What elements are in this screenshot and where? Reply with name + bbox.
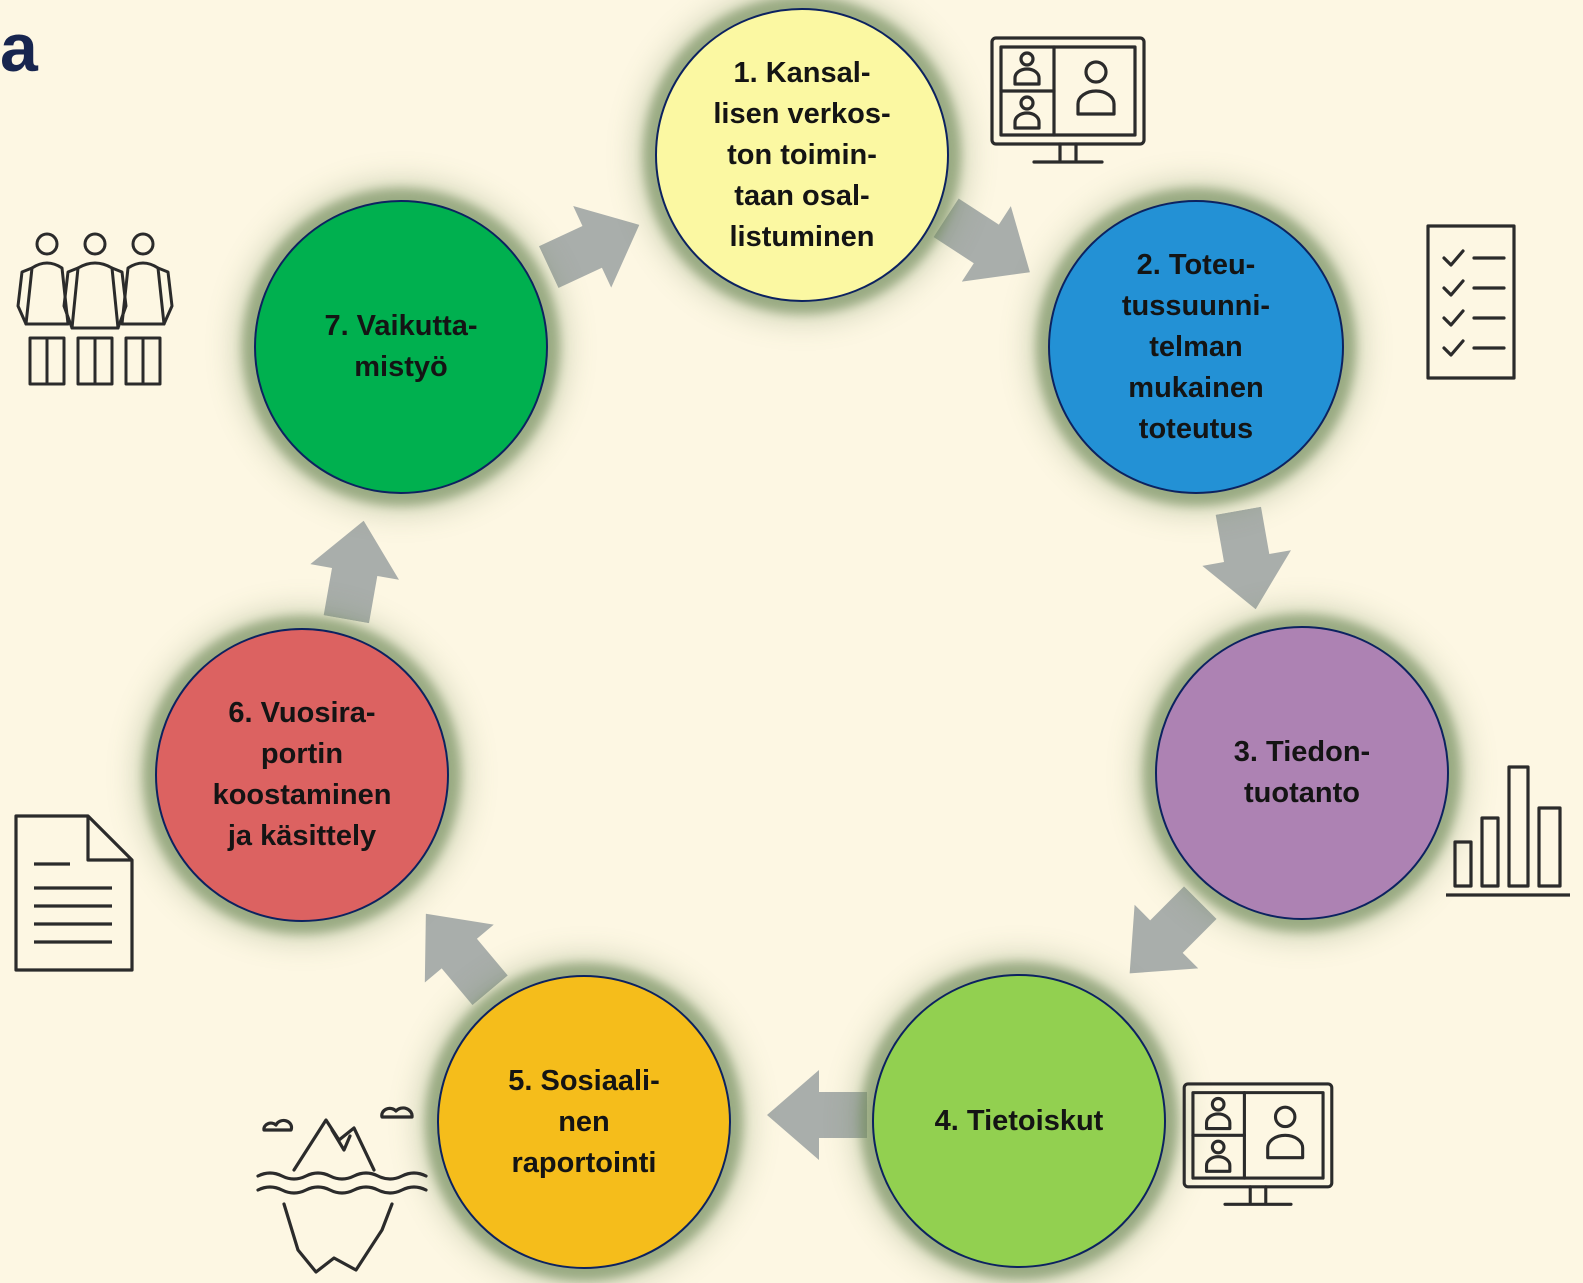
step-7-circle: 7. Vaikutta- mistyö bbox=[254, 200, 548, 494]
step-5-circle: 5. Sosiaali- nen raportointi bbox=[437, 975, 731, 1269]
step-1-circle: 1. Kansal- lisen verkos- ton toimin- taa… bbox=[655, 8, 949, 302]
step-2-circle: 2. Toteu- tussuunni- telman mukainen tot… bbox=[1048, 200, 1344, 494]
step-4-circle: 4. Tietoiskut bbox=[872, 974, 1166, 1268]
step-3-label: 3. Tiedon- tuotanto bbox=[1233, 736, 1371, 809]
people-group-icon bbox=[12, 228, 178, 388]
arrow-step1-to-step2 bbox=[922, 180, 1055, 310]
step-2-label: 2. Toteu- tussuunni- telman mukainen tot… bbox=[1121, 248, 1271, 445]
video-conference-icon bbox=[1180, 1080, 1336, 1214]
slide-title-fragment: a bbox=[0, 10, 38, 86]
arrow-step6-to-step7 bbox=[302, 513, 408, 627]
step-7-label: 7. Vaikutta- mistyö bbox=[324, 310, 478, 383]
step-6-circle: 6. Vuosira- portin koostaminen ja käsitt… bbox=[155, 628, 449, 922]
arrow-step5-to-step6 bbox=[391, 885, 524, 1019]
step-3-circle: 3. Tiedon- tuotanto bbox=[1155, 626, 1449, 920]
step-6-label: 6. Vuosira- portin koostaminen ja käsitt… bbox=[212, 697, 392, 852]
checklist-icon bbox=[1426, 224, 1516, 380]
arrow-step7-to-step1 bbox=[530, 184, 659, 308]
iceberg-icon bbox=[254, 1100, 428, 1275]
bar-chart-icon bbox=[1446, 764, 1570, 898]
arrow-step4-to-step5 bbox=[767, 1070, 867, 1160]
step-5-label: 5. Sosiaali- nen raportointi bbox=[508, 1064, 660, 1179]
document-icon bbox=[14, 814, 134, 972]
step-1-label: 1. Kansal- lisen verkos- ton toimin- taa… bbox=[713, 56, 891, 253]
video-conference-icon bbox=[988, 34, 1148, 172]
arrow-step3-to-step4 bbox=[1098, 871, 1232, 1005]
step-4-label: 4. Tietoiskut bbox=[934, 1104, 1104, 1137]
arrow-step2-to-step3 bbox=[1194, 503, 1300, 617]
